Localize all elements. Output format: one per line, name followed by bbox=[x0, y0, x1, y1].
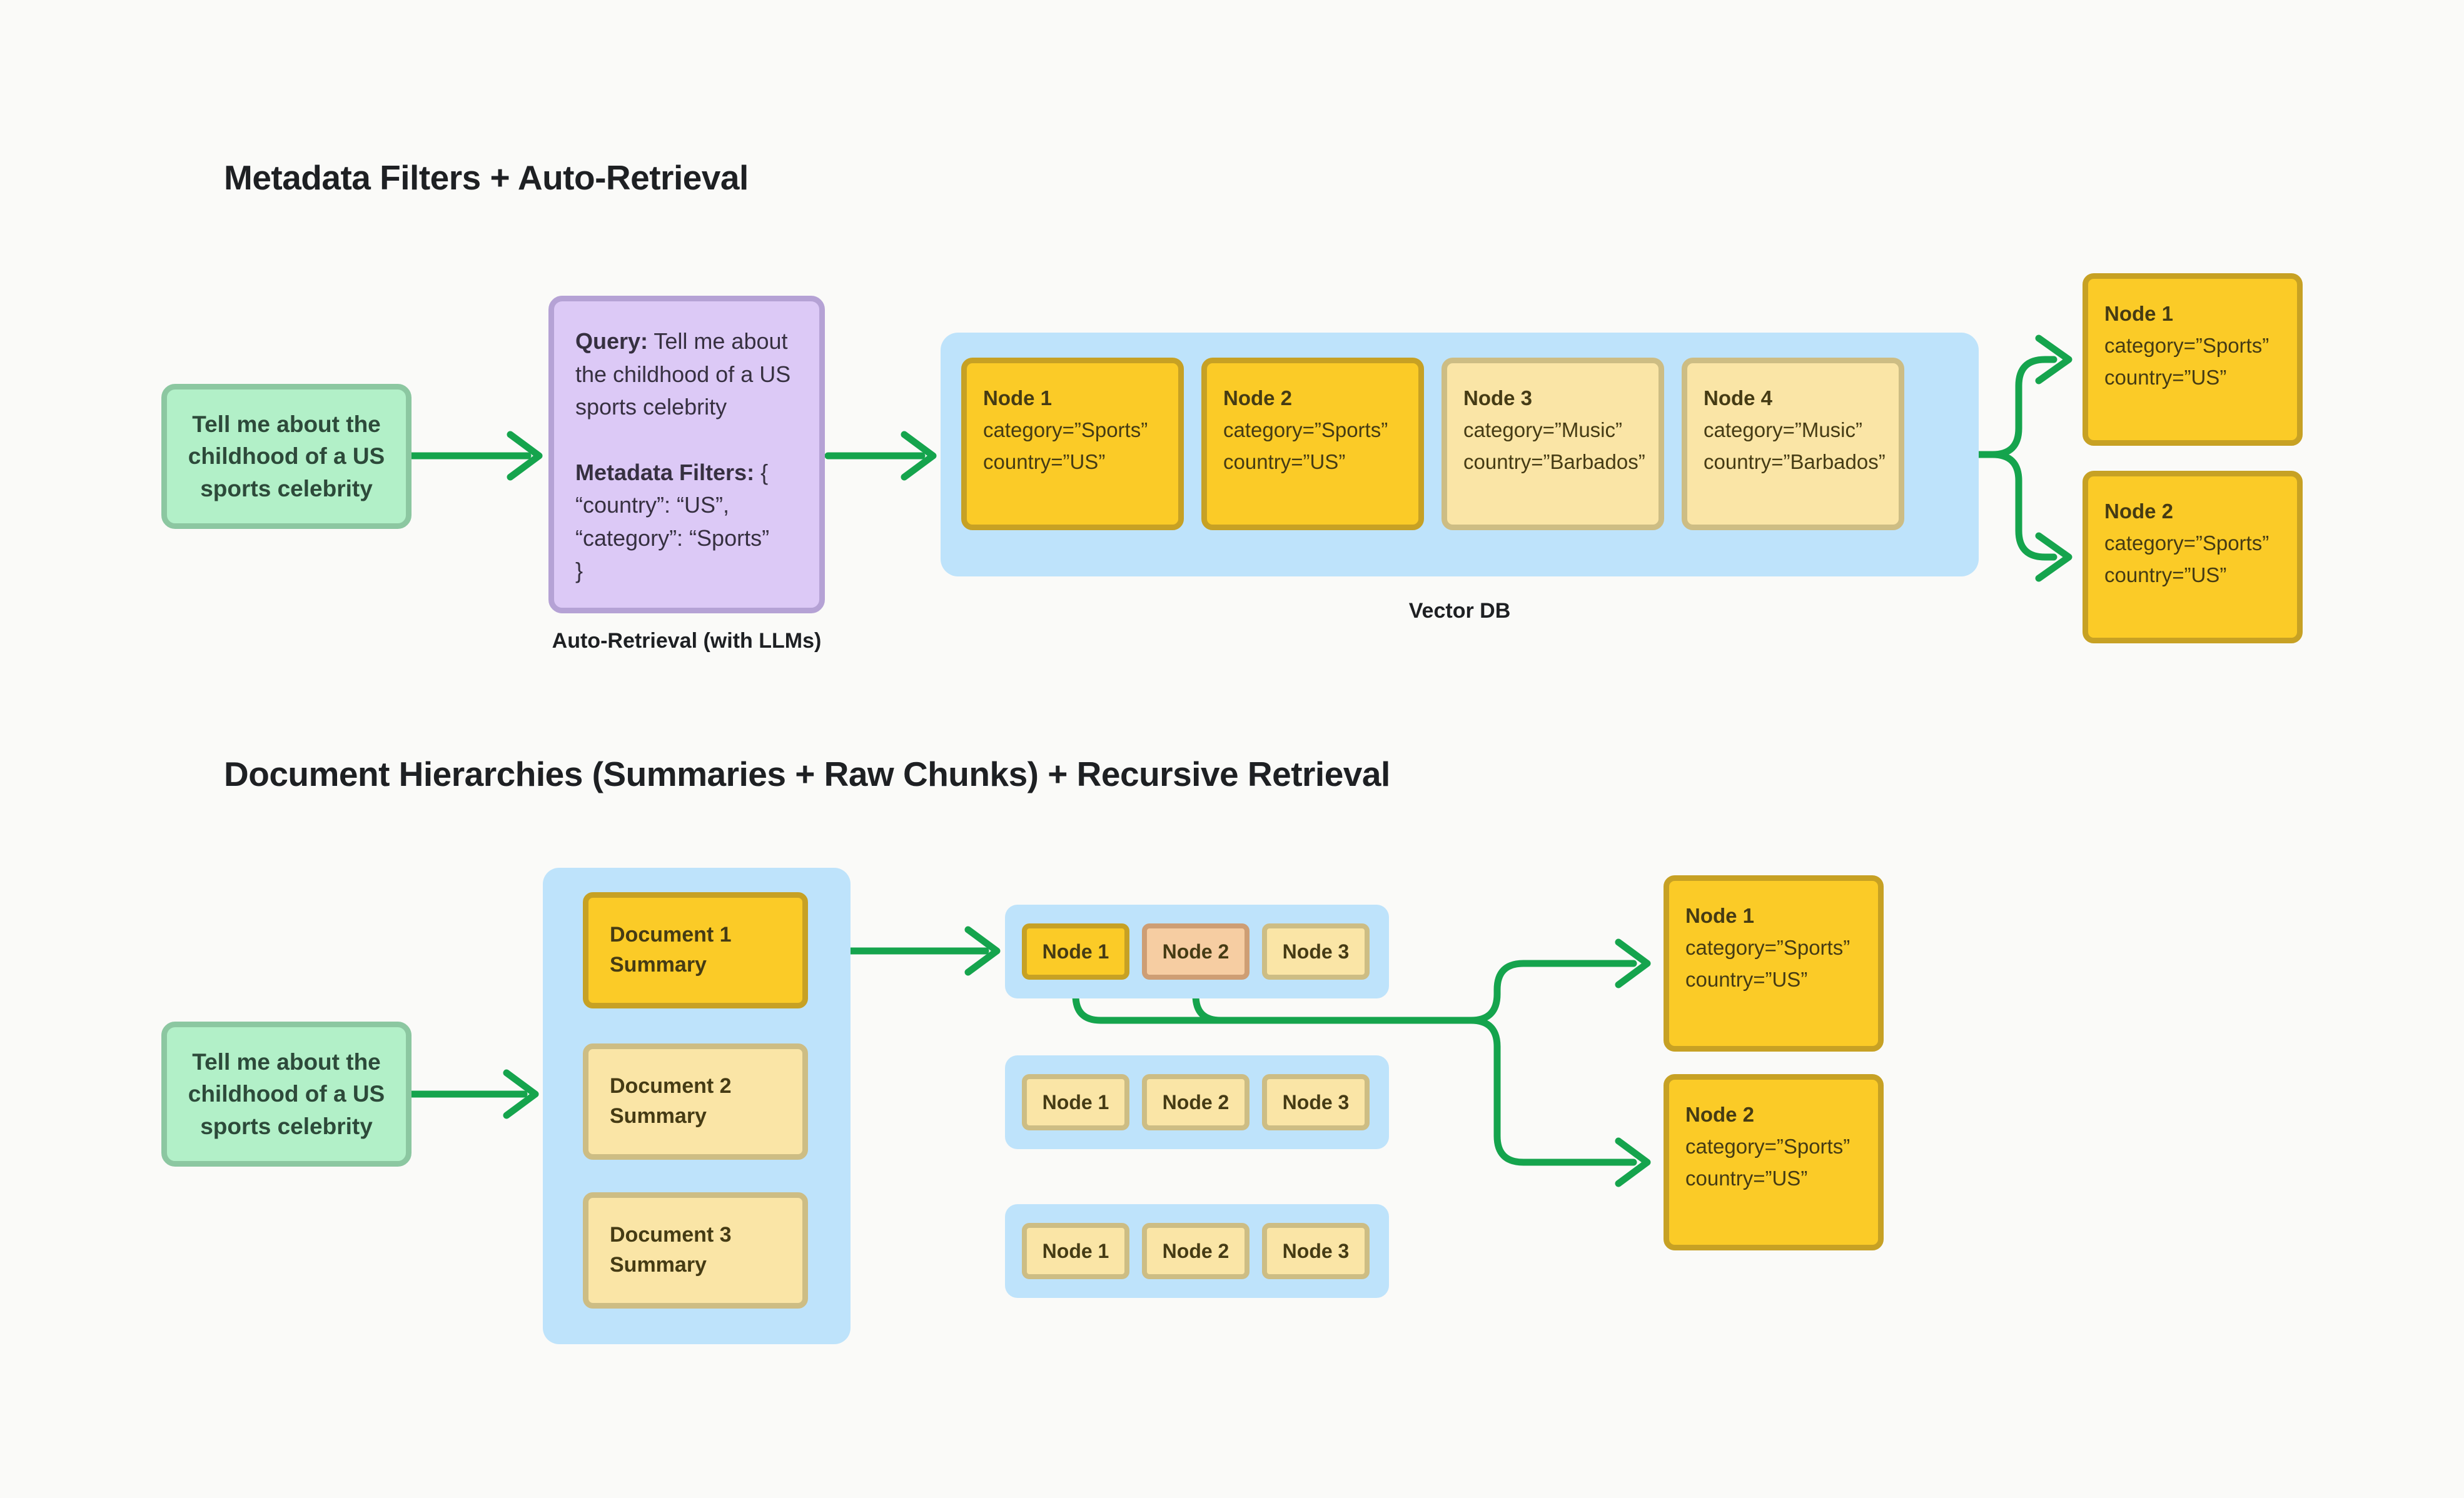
document-1-summary: Document 1 Summary bbox=[583, 892, 808, 1008]
node-country: country=”US” bbox=[983, 450, 1106, 474]
section2-query-box: Tell me about the childhood of a US spor… bbox=[161, 1022, 412, 1167]
branch-vectordb-to-result1-head bbox=[2035, 334, 2073, 385]
vector-db-node-4: Node 4 category=”Music” country=”Barbado… bbox=[1682, 358, 1904, 530]
section1-title: Metadata Filters + Auto-Retrieval bbox=[224, 158, 749, 197]
filter-category: “category”: “Sports” bbox=[575, 525, 770, 551]
section2-query-text: Tell me about the childhood of a US spor… bbox=[188, 1049, 385, 1139]
node-country: country=”US” bbox=[1685, 1167, 1808, 1190]
auto-retrieval-box: Query: Tell me about the childhood of a … bbox=[548, 296, 825, 613]
row2-node-2: Node 2 bbox=[1142, 1074, 1250, 1130]
row3-node-2: Node 2 bbox=[1142, 1223, 1250, 1279]
arrow-query-to-autoretrieval-head bbox=[507, 431, 543, 481]
query-value: Tell me about the childhood of a US spor… bbox=[575, 328, 791, 420]
node-name: Node 2 bbox=[1223, 386, 1293, 410]
node-name: Node 1 bbox=[1685, 904, 1755, 927]
branch-vectordb-to-result2 bbox=[1989, 451, 2058, 561]
branch-vectordb-to-result2-head bbox=[2035, 532, 2073, 582]
row2-node-1: Node 1 bbox=[1022, 1074, 1129, 1130]
filters-open-brace: { bbox=[754, 459, 769, 485]
vector-db-node-2: Node 2 category=”Sports” country=”US” bbox=[1201, 358, 1424, 530]
branch-chunks-to-result2 bbox=[1467, 1017, 1637, 1166]
node-category: category=”Sports” bbox=[983, 418, 1148, 442]
doc-label-line1: Document 3 bbox=[610, 1223, 732, 1247]
node-category: category=”Sports” bbox=[1685, 936, 1851, 960]
auto-retrieval-caption: Auto-Retrieval (with LLMs) bbox=[552, 629, 822, 653]
node-name: Node 1 bbox=[983, 386, 1053, 410]
arrow-query2-to-summaries-head bbox=[503, 1069, 539, 1119]
node-country: country=”US” bbox=[1685, 968, 1808, 992]
filter-country: “country”: “US”, bbox=[575, 492, 730, 518]
arrow-doc1-to-chunkrow1-head bbox=[964, 926, 1001, 976]
doc-label-line2: Summary bbox=[610, 1253, 707, 1277]
doc-label-line1: Document 2 bbox=[610, 1074, 732, 1098]
filters-label: Metadata Filters: bbox=[575, 459, 755, 485]
doc-label-line2: Summary bbox=[610, 953, 707, 977]
branch-vectordb-to-result1 bbox=[1975, 356, 2058, 458]
node-category: category=”Sports” bbox=[1685, 1135, 1851, 1159]
vector-db-node-3: Node 3 category=”Music” country=”Barbado… bbox=[1442, 358, 1664, 530]
node-category: category=”Music” bbox=[1704, 418, 1862, 442]
section1-query-box: Tell me about the childhood of a US spor… bbox=[161, 384, 412, 529]
section1-query-text: Tell me about the childhood of a US spor… bbox=[188, 411, 385, 501]
node-category: category=”Sports” bbox=[2104, 531, 2270, 555]
row1-node-3: Node 3 bbox=[1262, 923, 1370, 980]
section1-result-node-2: Node 2 category=”Sports” country=”US” bbox=[2083, 471, 2303, 643]
node-country: country=”US” bbox=[2104, 366, 2227, 390]
row1-node-2: Node 2 bbox=[1142, 923, 1250, 980]
node-name: Node 1 bbox=[2104, 302, 2174, 325]
doc-label-line1: Document 1 bbox=[610, 923, 732, 947]
doc-label-line2: Summary bbox=[610, 1104, 707, 1128]
branch-chunks-to-result1 bbox=[1467, 960, 1637, 1024]
section1-result-node-1: Node 1 category=”Sports” country=”US” bbox=[2083, 273, 2303, 446]
node-name: Node 4 bbox=[1704, 386, 1773, 410]
node-country: country=”US” bbox=[1223, 450, 1346, 474]
vector-db-caption: Vector DB bbox=[1408, 599, 1511, 623]
row1-node-1: Node 1 bbox=[1022, 923, 1129, 980]
vector-db-node-1: Node 1 category=”Sports” country=”US” bbox=[961, 358, 1184, 530]
arrow-autoretrieval-to-vectordb-head bbox=[901, 431, 937, 481]
document-2-summary: Document 2 Summary bbox=[583, 1043, 808, 1160]
section2-result-node-2: Node 2 category=”Sports” country=”US” bbox=[1664, 1074, 1884, 1250]
document-3-summary: Document 3 Summary bbox=[583, 1192, 808, 1309]
filters-close-brace: } bbox=[575, 558, 583, 584]
spacer bbox=[575, 424, 798, 456]
row3-node-3: Node 3 bbox=[1262, 1223, 1370, 1279]
node-category: category=”Sports” bbox=[2104, 334, 2270, 358]
node-name: Node 2 bbox=[1685, 1103, 1755, 1126]
auto-retrieval-query-line: Query: Tell me about the childhood of a … bbox=[575, 325, 798, 424]
node-name: Node 2 bbox=[2104, 500, 2174, 523]
branch-chunks-to-result2-head bbox=[1615, 1137, 1651, 1187]
row3-node-1: Node 1 bbox=[1022, 1223, 1129, 1279]
node-category: category=”Sports” bbox=[1223, 418, 1388, 442]
query-label: Query: bbox=[575, 328, 649, 354]
branch-chunks-to-result1-head bbox=[1615, 938, 1651, 988]
section2-result-node-1: Node 1 category=”Sports” country=”US” bbox=[1664, 875, 1884, 1052]
node-country: country=”US” bbox=[2104, 563, 2227, 587]
section2-title: Document Hierarchies (Summaries + Raw Ch… bbox=[224, 755, 1390, 793]
node-country: country=”Barbados” bbox=[1463, 450, 1645, 474]
row2-node-3: Node 3 bbox=[1262, 1074, 1370, 1130]
node-name: Node 3 bbox=[1463, 386, 1533, 410]
node-country: country=”Barbados” bbox=[1704, 450, 1886, 474]
node-category: category=”Music” bbox=[1463, 418, 1622, 442]
metadata-filters-line: Metadata Filters: { bbox=[575, 456, 798, 490]
